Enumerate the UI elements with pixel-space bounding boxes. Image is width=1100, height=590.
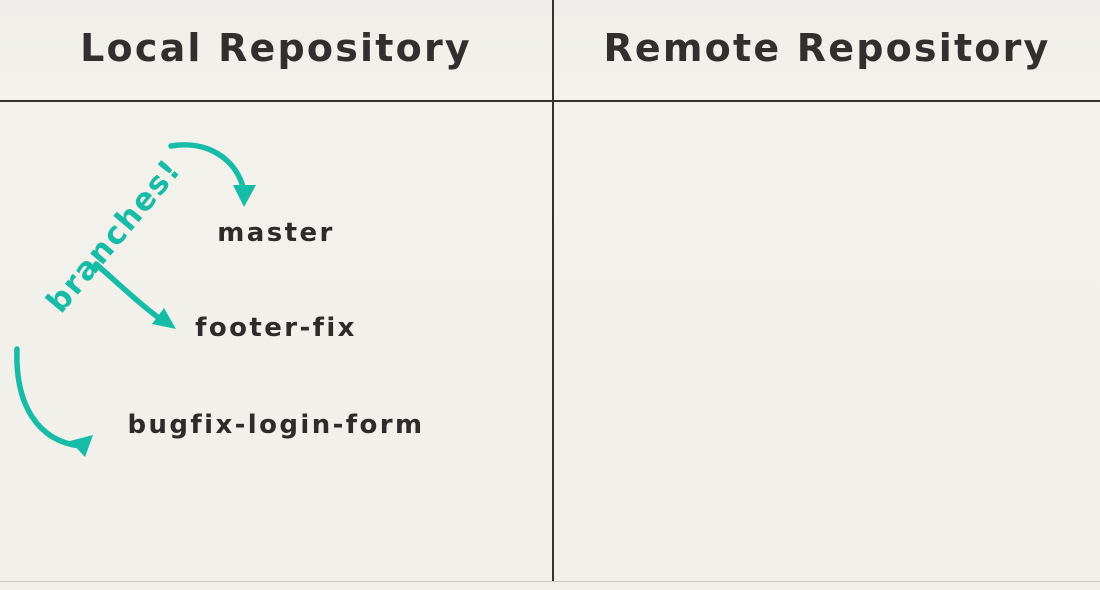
column-heading-local: Local Repository — [80, 26, 472, 70]
bottom-divider — [0, 581, 1100, 582]
branch-label-master: master — [217, 218, 335, 248]
arrowhead-master — [233, 185, 256, 207]
branch-label-footer-fix: footer-fix — [195, 313, 357, 343]
column-heading-remote: Remote Repository — [603, 26, 1051, 70]
branch-label-bugfix-login-form: bugfix-login-form — [127, 410, 425, 440]
header-divider — [0, 100, 1100, 102]
column-divider — [552, 0, 554, 582]
